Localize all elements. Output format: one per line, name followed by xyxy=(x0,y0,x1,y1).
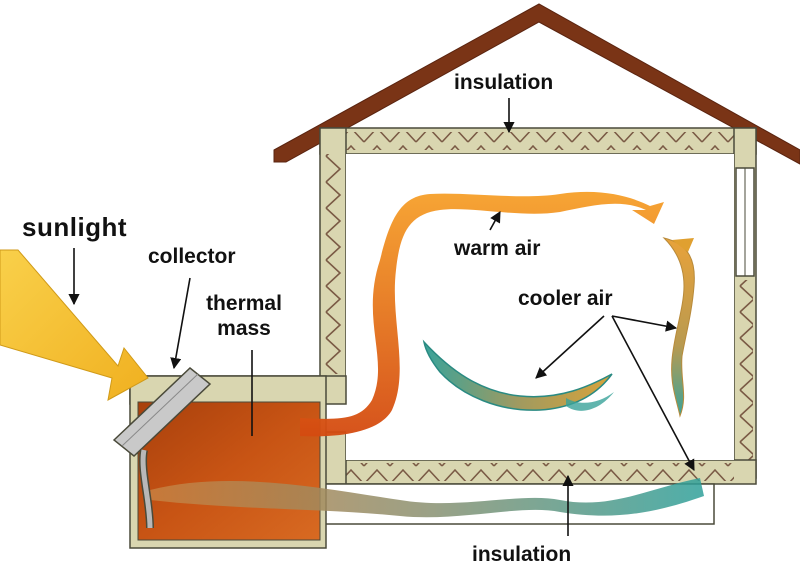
insulation-top-label: insulation xyxy=(454,71,554,94)
thermal-mass-box xyxy=(129,375,347,549)
sunlight-beam xyxy=(0,249,149,401)
warm-air-label: warm air xyxy=(454,237,541,260)
sunlight-label: sunlight xyxy=(22,212,128,242)
thermal-mass-label-line2: mass xyxy=(217,317,271,340)
thermal-mass-label-line1: thermal xyxy=(206,292,282,315)
cooler-air-right xyxy=(662,237,695,418)
cooler-air-label: cooler air xyxy=(518,287,613,310)
return-air-flow xyxy=(150,478,704,518)
roof xyxy=(273,3,800,165)
pointer-lines xyxy=(68,98,695,536)
house-insulation-shell xyxy=(319,127,757,485)
cooler-air-left xyxy=(422,339,613,411)
warm-air-flow xyxy=(300,191,664,437)
collector-label: collector xyxy=(148,245,236,268)
solar-collector xyxy=(112,367,212,529)
insulation-bottom-label: insulation xyxy=(472,543,572,566)
